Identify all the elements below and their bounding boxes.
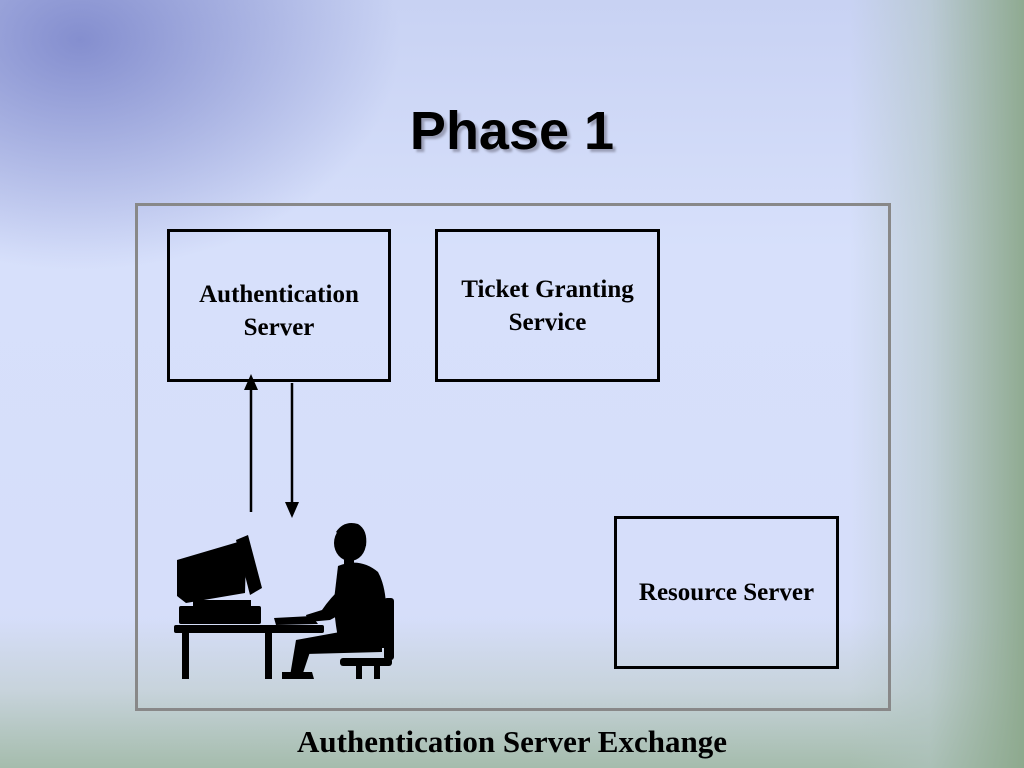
- arrow-auth-to-client: [285, 383, 299, 518]
- slide-title: Phase 1: [409, 101, 615, 161]
- resource-server-label: Resource Server: [638, 579, 815, 606]
- diagram-frame: [135, 203, 891, 711]
- authentication-server-box: Authentication Server: [167, 229, 391, 382]
- ticket-granting-service-box: Ticket Granting Service: [435, 229, 660, 382]
- resource-server-box: Resource Server: [614, 516, 839, 669]
- slide-caption: Authentication Server Exchange: [297, 724, 727, 759]
- ticket-granting-service-label: Ticket Granting Service: [461, 275, 634, 336]
- authentication-server-label: Authentication Server: [199, 281, 359, 341]
- arrow-client-to-auth: [244, 374, 258, 512]
